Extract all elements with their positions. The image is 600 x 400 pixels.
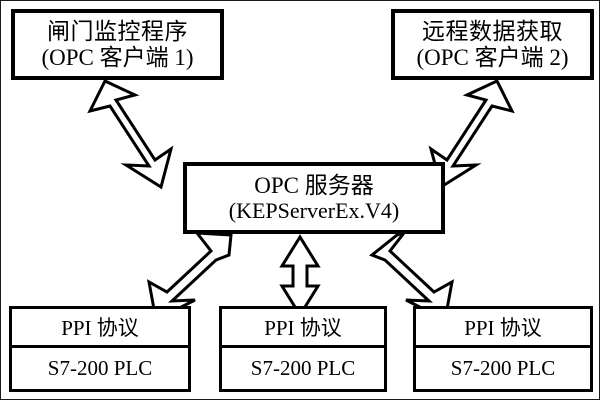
client-2-box[interactable]: 远程数据获取 (OPC 客户端 2) (391, 9, 594, 80)
client-1-title: 闸门监控程序 (47, 18, 188, 44)
plc-1-box[interactable]: PPI 协议 S7-200 PLC (9, 306, 191, 392)
client-2-subtitle: (OPC 客户端 2) (416, 44, 569, 70)
plc-3-device: S7-200 PLC (450, 356, 556, 380)
connector-server-to-plc-2 (279, 234, 321, 318)
plc-3-protocol: PPI 协议 (416, 309, 590, 348)
connector-client-1-to-server (87, 79, 174, 190)
client-1-box[interactable]: 闸门监控程序 (OPC 客户端 1) (11, 9, 224, 80)
opc-server-title: OPC 服务器 (254, 172, 374, 198)
client-1-subtitle: (OPC 客户端 1) (41, 44, 194, 70)
plc-1-device: S7-200 PLC (47, 356, 153, 380)
opc-server-box[interactable]: OPC 服务器 (KEPServerEx.V4) (183, 162, 445, 234)
plc-3-box[interactable]: PPI 协议 S7-200 PLC (413, 306, 593, 392)
client-2-title: 远程数据获取 (422, 18, 563, 44)
plc-2-box[interactable]: PPI 协议 S7-200 PLC (219, 306, 387, 392)
opc-server-subtitle: (KEPServerEx.V4) (228, 197, 400, 223)
plc-1-protocol: PPI 协议 (12, 309, 188, 348)
plc-2-device: S7-200 PLC (250, 356, 356, 380)
plc-2-protocol: PPI 协议 (222, 309, 384, 348)
